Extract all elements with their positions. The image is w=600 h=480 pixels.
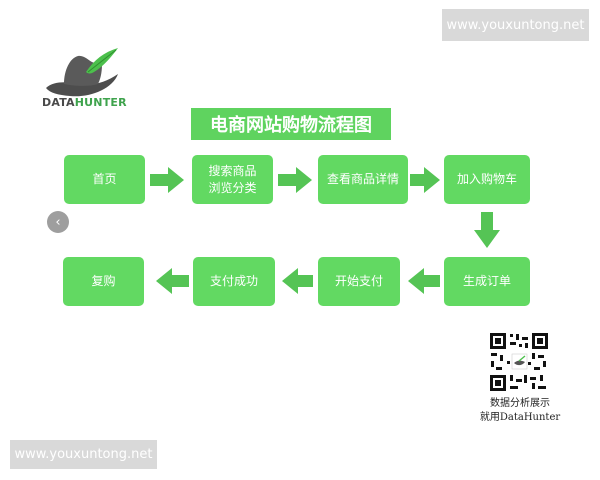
qr-code (488, 331, 550, 393)
step-pay: 开始支付 (318, 257, 400, 306)
qr-caption: 数据分析展示 就用DataHunter (470, 397, 570, 424)
step-details: 查看商品详情 (318, 155, 408, 204)
arrow-left-icon (156, 268, 189, 294)
diagram-title: 电商网站购物流程图 (191, 108, 391, 140)
chevron-left-icon: ‹ (55, 214, 61, 230)
arrow-right-icon (410, 167, 440, 193)
step-repurchase: 复购 (63, 257, 144, 306)
step-cart: 加入购物车 (444, 155, 530, 204)
arrow-left-icon (282, 268, 313, 294)
qr-caption-line1: 数据分析展示 (490, 398, 550, 409)
arrow-right-icon (150, 167, 184, 193)
arrow-down-icon (474, 212, 500, 248)
arrow-left-icon (408, 268, 440, 294)
step-success: 支付成功 (193, 257, 275, 306)
step-homepage: 首页 (64, 155, 145, 204)
qr-caption-line2: 就用DataHunter (479, 411, 561, 423)
step-order: 生成订单 (444, 257, 530, 306)
logo-wordmark: DATAHUNTER (42, 96, 127, 109)
step-search: 搜索商品 浏览分类 (192, 155, 273, 204)
prev-slide-button[interactable]: ‹ (47, 211, 69, 233)
watermark-top: www.youxuntong.net (442, 9, 589, 41)
watermark-bottom: www.youxuntong.net (10, 440, 157, 469)
datahunter-logo (46, 48, 118, 97)
arrow-right-icon (278, 167, 312, 193)
